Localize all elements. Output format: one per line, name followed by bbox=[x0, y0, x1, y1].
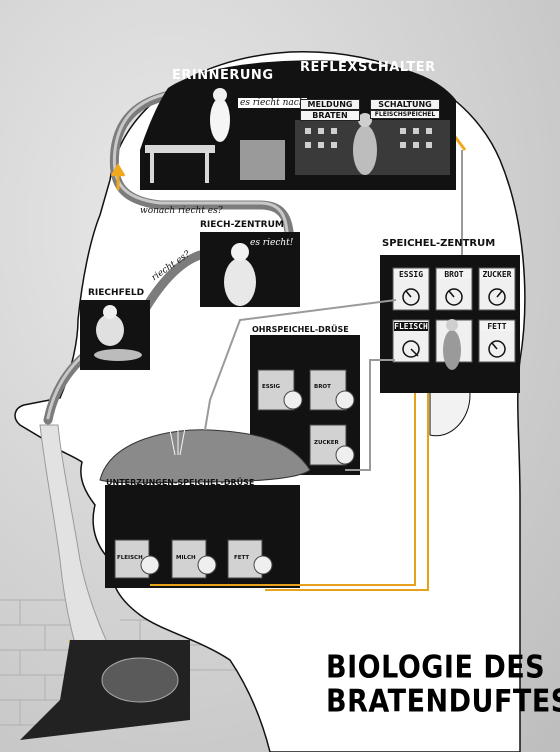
label-speichel-zentrum: SPEICHEL-ZENTRUM bbox=[382, 238, 496, 249]
tank-label-essig: ESSIG bbox=[262, 384, 280, 390]
smell-center-figure bbox=[224, 243, 256, 306]
tank-label-milch: MILCH bbox=[176, 555, 196, 561]
saliva-spray bbox=[169, 426, 186, 456]
label-reflexschalter: REFLEXSCHALTER bbox=[300, 60, 436, 75]
gauge-label-fett: FETT bbox=[480, 322, 514, 331]
speech-wonach-riecht-es: wonach riecht es? bbox=[140, 206, 223, 216]
sublingual-tanks bbox=[114, 539, 273, 579]
tank-label-brot: BROT bbox=[314, 384, 331, 390]
sign-braten: BRATEN bbox=[300, 110, 360, 121]
gauge-needles bbox=[402, 288, 506, 358]
tongue bbox=[99, 429, 311, 484]
label-ohrspeichel-druese: OHRSPEICHEL-DRÜSE bbox=[252, 325, 349, 334]
speech-es-riecht-nach: es riecht nach bbox=[238, 98, 307, 108]
smell-field-figure bbox=[94, 305, 142, 361]
sign-meldung: MELDUNG bbox=[300, 99, 360, 110]
saliva-operator bbox=[443, 319, 461, 370]
poster-title-line1: BIOLOGIE DES bbox=[326, 650, 546, 686]
tank-label-fleisch: FLEISCH bbox=[117, 555, 143, 561]
tank-label-zucker: ZUCKER bbox=[314, 440, 339, 446]
gauge-label-zucker: ZUCKER bbox=[480, 270, 514, 279]
sign-fleischspeichel: FLEISCHSPEICHEL bbox=[370, 110, 440, 119]
gauge-label-brot: BROT bbox=[437, 270, 471, 279]
gauge-label-essig: ESSIG bbox=[394, 270, 428, 279]
sign-schaltung: SCHALTUNG bbox=[370, 99, 440, 110]
label-erinnerung: ERINNERUNG bbox=[172, 68, 274, 83]
lab-figures bbox=[145, 88, 450, 183]
speech-es-riecht: es riecht! bbox=[250, 238, 294, 248]
label-riechfeld: RIECHFELD bbox=[88, 288, 145, 298]
gauge-label-fleisch: FLEISCH bbox=[394, 322, 428, 331]
tank-label-fett: FETT bbox=[234, 555, 250, 561]
wires-orange bbox=[150, 393, 429, 591]
label-riech-zentrum: RIECH-ZENTRUM bbox=[200, 220, 284, 230]
parotid-tanks bbox=[257, 369, 355, 466]
poster-title-line2: BRATENDUFTES bbox=[326, 684, 560, 720]
label-unterzungen-speichel-druese: UNTERZUNGEN-SPEICHEL-DRÜSE bbox=[106, 478, 255, 487]
wires-grey bbox=[204, 150, 463, 471]
roast bbox=[101, 657, 179, 703]
